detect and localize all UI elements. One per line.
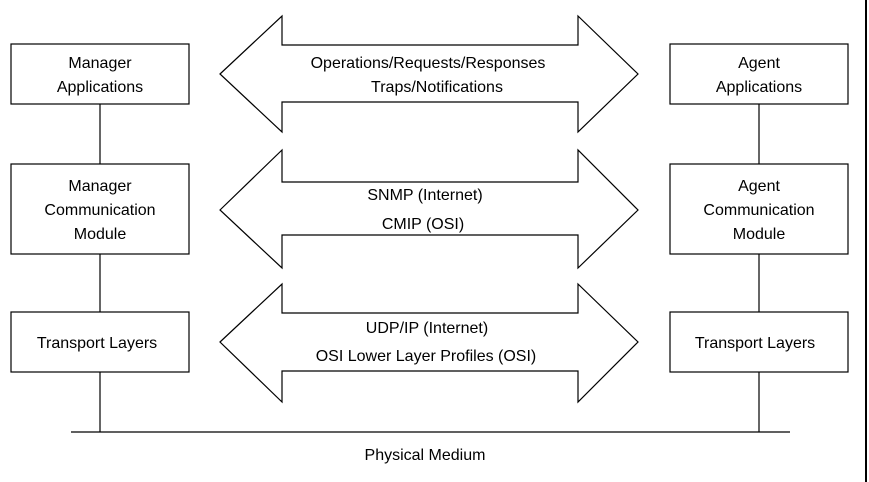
agent-communication-module-box: Agent Communication Module — [669, 163, 849, 255]
transport-arrow-line-2: OSI Lower Layer Profiles (OSI) — [316, 348, 537, 365]
application-level-double-arrow: Operations/Requests/Responses Traps/Noti… — [219, 14, 639, 134]
application-arrow-line-1: Operations/Requests/Responses — [311, 55, 546, 72]
manager-applications-line-2: Applications — [57, 79, 143, 96]
manager-transport-layers-box: Transport Layers — [10, 311, 190, 373]
agent-comm-module-line-2: Communication — [703, 202, 814, 219]
protocol-level-double-arrow: SNMP (Internet) CMIP (OSI) — [219, 148, 639, 270]
physical-medium-label: Physical Medium — [365, 447, 486, 464]
agent-transport-layers-box: Transport Layers — [669, 311, 849, 373]
agent-transport-layers-label: Transport Layers — [695, 335, 815, 352]
manager-comm-module-line-2: Communication — [44, 202, 155, 219]
manager-comm-module-line-1: Manager — [68, 178, 132, 195]
agent-comm-module-line-1: Agent — [738, 178, 780, 195]
agent-comm-module-line-3: Module — [733, 226, 786, 243]
manager-comm-module-line-3: Module — [74, 226, 127, 243]
protocol-arrow-line-2: CMIP (OSI) — [382, 216, 464, 233]
agent-applications-line-1: Agent — [738, 55, 780, 72]
manager-applications-line-1: Manager — [68, 55, 132, 72]
transport-level-double-arrow: UDP/IP (Internet) OSI Lower Layer Profil… — [219, 282, 639, 404]
application-arrow-line-2: Traps/Notifications — [371, 79, 503, 96]
agent-applications-box: Agent Applications — [669, 43, 849, 105]
manager-applications-box: Manager Applications — [10, 43, 190, 105]
manager-transport-layers-label: Transport Layers — [37, 335, 157, 352]
manager-communication-module-box: Manager Communication Module — [10, 163, 190, 255]
transport-arrow-line-1: UDP/IP (Internet) — [366, 320, 488, 337]
agent-applications-line-2: Applications — [716, 79, 802, 96]
protocol-arrow-line-1: SNMP (Internet) — [367, 187, 482, 204]
